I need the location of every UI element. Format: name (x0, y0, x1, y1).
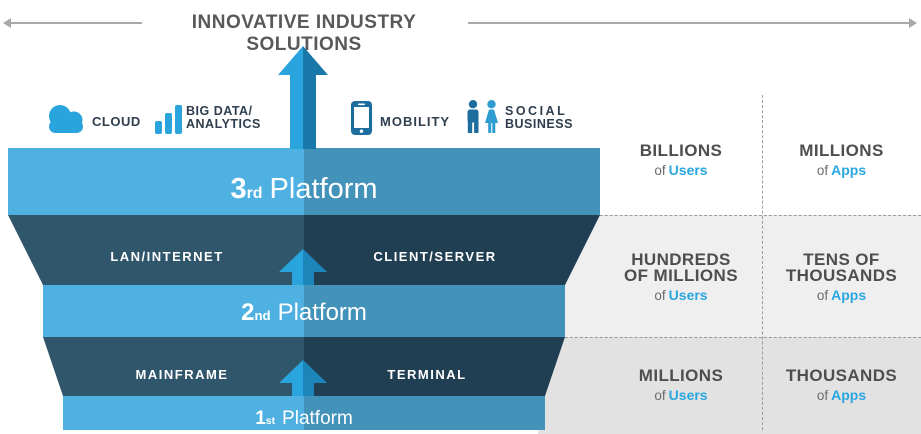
mainframe-label: MAINFRAME (135, 367, 229, 382)
social-business-label: SOCIAL BUSINESS (505, 105, 573, 131)
second-ordinal: 2 (241, 299, 255, 326)
first-suffix: st (265, 416, 276, 427)
female-figure (485, 100, 498, 133)
row2-dashed-divider (560, 215, 921, 216)
third-suffix: rd (246, 185, 263, 202)
row3-apps-of: of (816, 388, 829, 403)
first-word: Platform (282, 408, 353, 429)
second-suffix: nd (254, 308, 271, 323)
big-up-arrow-icon (278, 46, 328, 149)
row2-users-of: of (654, 288, 666, 303)
social-label-line1: SOCIAL (505, 104, 568, 118)
people-icon (467, 100, 498, 133)
row2-apps-noun: Apps (831, 287, 867, 303)
big-up-arrow-left-half (278, 46, 303, 149)
row1-apps-noun: Apps (831, 162, 867, 178)
page-title: INNOVATIVE INDUSTRY SOLUTIONS (191, 12, 417, 55)
big-up-arrow-right-half (303, 46, 328, 149)
row1-apps-title: MILLIONS (799, 141, 884, 160)
row3-dashed-divider (540, 337, 921, 338)
client-server-label: CLIENT/SERVER (373, 249, 497, 264)
cloud-label-line: CLOUD (92, 114, 141, 129)
social-label-line2: BUSINESS (505, 117, 573, 131)
third-word: Platform (269, 173, 378, 205)
terminal-label: TERMINAL (387, 367, 467, 382)
cloud-label: CLOUD (92, 115, 141, 129)
tier2-up-arrow-icon (279, 249, 327, 285)
row3-apps-title: THOUSANDS (785, 366, 898, 385)
tier2-up-arrow-right-half (303, 249, 327, 285)
row2-apps-of: of (816, 288, 829, 303)
row3-users-title: MILLIONS (638, 366, 724, 385)
right-arrow-icon (468, 18, 917, 28)
first-ordinal: 1 (255, 408, 266, 429)
cloud-icon (49, 105, 83, 133)
row2-users-title-line1: HUNDREDS (631, 250, 731, 269)
panel-row2-background (556, 215, 921, 337)
big-data-label-line2: ANALYTICS (186, 117, 261, 131)
row1-users-noun: Users (668, 162, 708, 178)
big-data-analytics-label: BIG DATA/ ANALYTICS (186, 105, 261, 131)
row3-apps-noun: Apps (831, 387, 867, 403)
lan-internet-label: LAN/INTERNET (110, 249, 224, 264)
second-platform-label: 2nd Platform (4, 299, 604, 330)
third-platform-label: 3rd Platform (4, 173, 604, 210)
second-word: Platform (277, 299, 367, 326)
mobility-label-line: MOBILITY (380, 114, 451, 129)
row1-users-title: BILLIONS (639, 141, 723, 160)
mobility-label: MOBILITY (380, 115, 450, 129)
third-ordinal: 3 (230, 173, 247, 205)
left-arrow-icon (3, 18, 142, 28)
row2-users-noun: Users (668, 287, 708, 303)
bar-chart-icon (155, 105, 182, 134)
male-figure (467, 100, 479, 133)
row2-apps-title-line1: TENS OF (803, 250, 880, 269)
row2-users-title-line2: OF MILLIONS (624, 266, 738, 285)
first-platform-label: 1st Platform (4, 408, 604, 433)
tier2-up-arrow-left-half (279, 249, 303, 285)
big-data-label-line1: BIG DATA/ (186, 104, 253, 118)
smartphone-icon (351, 101, 372, 135)
row1-apps-of: of (816, 163, 829, 178)
panel-row3-background (538, 337, 921, 434)
row2-apps-title-line2: THOUSANDS (785, 266, 898, 285)
row3-users-noun: Users (668, 387, 708, 403)
row3-users-of: of (654, 388, 666, 403)
row1-users-of: of (654, 163, 666, 178)
vertical-dashed-divider (762, 95, 763, 430)
